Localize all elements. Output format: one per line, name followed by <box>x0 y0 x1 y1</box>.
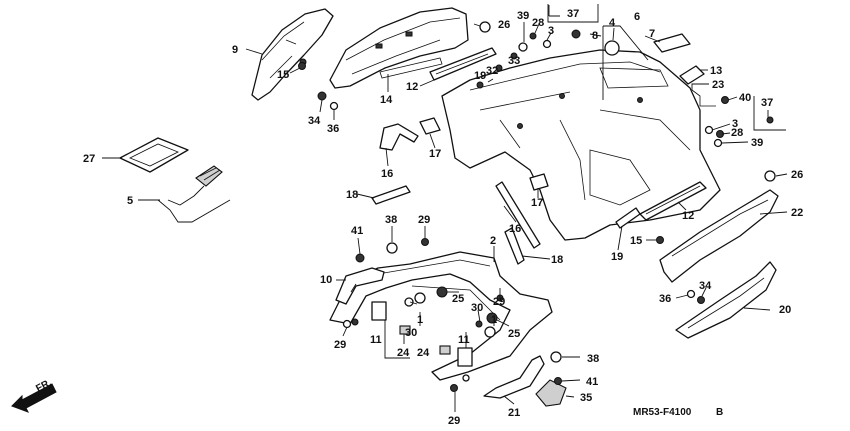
callout-7: 7 <box>649 28 655 40</box>
callout-30a: 30 <box>405 327 417 339</box>
callout-22: 22 <box>791 207 803 219</box>
callout-13: 13 <box>710 65 722 77</box>
callout-10: 10 <box>320 274 332 286</box>
part-clip-24b <box>439 345 451 355</box>
callout-15b: 15 <box>630 235 642 247</box>
revision-letter: B <box>716 407 723 418</box>
callout-29b: 29 <box>493 296 505 308</box>
callout-11a: 11 <box>370 334 382 346</box>
callout-39b: 39 <box>751 137 763 149</box>
callout-33: 33 <box>508 55 520 67</box>
callout-35: 35 <box>580 392 592 404</box>
part-bracket-10 <box>335 267 385 305</box>
callout-15a: 15 <box>277 69 289 81</box>
front-arrow-icon: FR. <box>11 377 57 413</box>
callout-26b: 26 <box>791 169 803 181</box>
callout-28a: 28 <box>532 17 544 29</box>
callout-23: 23 <box>712 79 724 91</box>
callout-30b: 30 <box>471 302 483 314</box>
callout-5: 5 <box>127 195 133 207</box>
callout-40: 40 <box>739 92 751 104</box>
part-clip-center <box>529 173 549 191</box>
part-bushing-11a <box>371 301 387 321</box>
callout-36b: 36 <box>659 293 671 305</box>
part-rail-left <box>371 185 411 205</box>
part-damper <box>535 379 567 407</box>
part-bracket-right <box>679 65 705 85</box>
callout-34b: 34 <box>699 280 712 292</box>
part-grommet-25b <box>486 312 498 324</box>
callout-6: 6 <box>634 11 640 23</box>
callout-24b: 24 <box>417 347 430 359</box>
part-right-lower-cover <box>675 261 777 339</box>
callout-14: 14 <box>380 94 393 106</box>
callout-18a: 18 <box>346 189 358 201</box>
part-carrier-frame <box>329 251 553 381</box>
callout-39a: 39 <box>517 10 529 22</box>
callout-29c: 29 <box>334 339 346 351</box>
callout-3a: 3 <box>548 25 554 37</box>
part-stay-right <box>691 89 716 107</box>
callout-16a: 16 <box>381 168 393 180</box>
callout-37a: 37 <box>567 8 579 20</box>
part-collar-30a <box>414 292 426 304</box>
part-upper-cover <box>329 7 469 89</box>
callout-38a: 38 <box>385 214 397 226</box>
part-strip-center <box>495 181 541 249</box>
callout-12a: 12 <box>406 81 418 93</box>
callout-37b: 37 <box>761 97 773 109</box>
callout-32: 32 <box>486 65 498 77</box>
callouts: 9 15 39 28 3 37 26 33 32 19 12 14 34 36 … <box>83 8 803 427</box>
part-clip-24a <box>399 325 411 335</box>
callout-20: 20 <box>779 304 791 316</box>
callout-25b: 25 <box>508 328 520 340</box>
part-grommet <box>604 40 620 56</box>
part-left-cover <box>251 8 334 101</box>
callout-12b: 12 <box>682 210 694 222</box>
callout-41a: 41 <box>351 225 363 237</box>
part-bracket-left <box>379 123 419 151</box>
callout-27: 27 <box>83 153 95 165</box>
callout-19a: 19 <box>474 70 486 82</box>
part-cap-plate <box>653 33 691 53</box>
part-handle <box>483 355 545 399</box>
callout-29a: 29 <box>418 214 430 226</box>
callout-3b: 3 <box>732 118 738 130</box>
part-clip-left <box>419 117 441 135</box>
callout-24a: 24 <box>397 347 410 359</box>
callout-28b: 28 <box>731 127 743 139</box>
reference-code: MR53-F4100 <box>633 407 692 418</box>
part-grommet-25a <box>436 286 448 298</box>
callout-41b: 41 <box>586 376 598 388</box>
callout-1a: 1 <box>417 314 423 326</box>
callout-2: 2 <box>490 235 496 247</box>
leader-lines <box>102 4 788 412</box>
callout-25a: 25 <box>452 293 464 305</box>
callout-38b: 38 <box>587 353 599 365</box>
callout-11b: 11 <box>458 334 470 346</box>
callout-8: 8 <box>592 30 598 42</box>
part-collar-30b <box>484 326 496 338</box>
callout-21: 21 <box>508 407 520 419</box>
callout-19b: 19 <box>611 251 623 263</box>
callout-26a: 26 <box>498 19 510 31</box>
callout-29d: 29 <box>448 415 460 427</box>
callout-18b: 18 <box>551 254 563 266</box>
callout-1b: 1 <box>491 314 497 326</box>
callout-4: 4 <box>609 17 616 29</box>
callout-36a: 36 <box>327 123 339 135</box>
part-wire-harness <box>157 199 231 223</box>
callout-16b: 16 <box>509 223 521 235</box>
part-right-cover <box>659 189 779 283</box>
callout-17a: 17 <box>429 148 441 160</box>
callout-17b: 17 <box>531 197 543 209</box>
part-rail-center <box>504 227 525 265</box>
callout-34a: 34 <box>308 115 321 127</box>
part-bushing-11b <box>457 347 473 367</box>
part-trunk-body <box>441 49 721 241</box>
part-plate <box>119 137 189 173</box>
callout-9: 9 <box>232 44 238 56</box>
